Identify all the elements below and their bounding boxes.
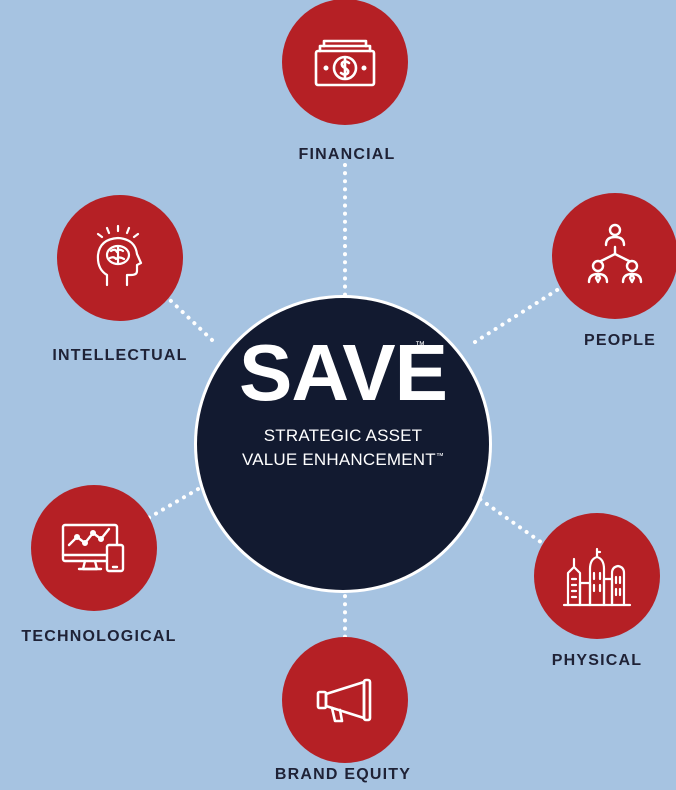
devices-icon (61, 523, 125, 573)
connector-technological (143, 483, 207, 522)
money-bill-icon (314, 39, 376, 87)
megaphone-icon (316, 678, 372, 723)
people-node (552, 193, 676, 319)
financial-label: FINANCIAL (298, 146, 396, 163)
technological-label: TECHNOLOGICAL (21, 628, 177, 645)
buildings-icon (562, 547, 632, 607)
brand-equity-label: BRAND EQUITY (274, 766, 412, 783)
connector-intellectual (168, 298, 214, 342)
physical-label: PHYSICAL (551, 652, 643, 669)
connector-people (473, 283, 567, 344)
hub-trademark: ™ (415, 340, 425, 351)
hub-subtitle-text: VALUE ENHANCEMENT (241, 450, 436, 469)
intellectual-node (57, 195, 183, 321)
physical-node (534, 513, 660, 639)
people-label: PEOPLE (583, 332, 657, 349)
financial-node (282, 0, 408, 125)
brand-equity-node (282, 637, 408, 763)
save-hub: SAVE ™ STRATEGIC ASSET VALUE ENHANCEMENT… (197, 298, 489, 590)
org-chart-icon (587, 223, 643, 284)
hub-subtitle-trademark: ™ (435, 451, 445, 461)
hub-subtitle-line2: VALUE ENHANCEMENT™ (197, 450, 489, 470)
hub-subtitle-line1: STRATEGIC ASSET (263, 426, 423, 445)
connector-physical (465, 488, 547, 547)
technological-node (31, 485, 157, 611)
brain-head-icon (96, 224, 143, 287)
hub-title: SAVE (239, 328, 448, 417)
intellectual-label: INTELLECTUAL (52, 347, 188, 364)
